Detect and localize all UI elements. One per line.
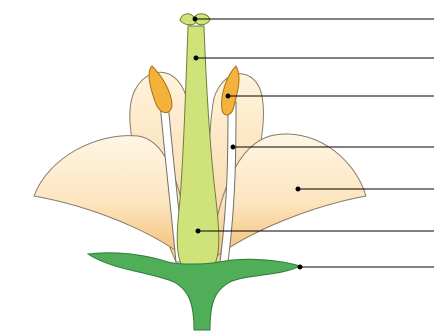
leader-dot-ovary [196,229,201,234]
leader-dot-sepal [298,265,303,270]
leader-dot-petal [296,187,301,192]
leader-dot-style [194,56,199,61]
leader-dot-filament [231,145,236,150]
leader-dot-anther [226,94,231,99]
sepal [88,253,300,330]
leader-dot-stigma [193,17,198,22]
